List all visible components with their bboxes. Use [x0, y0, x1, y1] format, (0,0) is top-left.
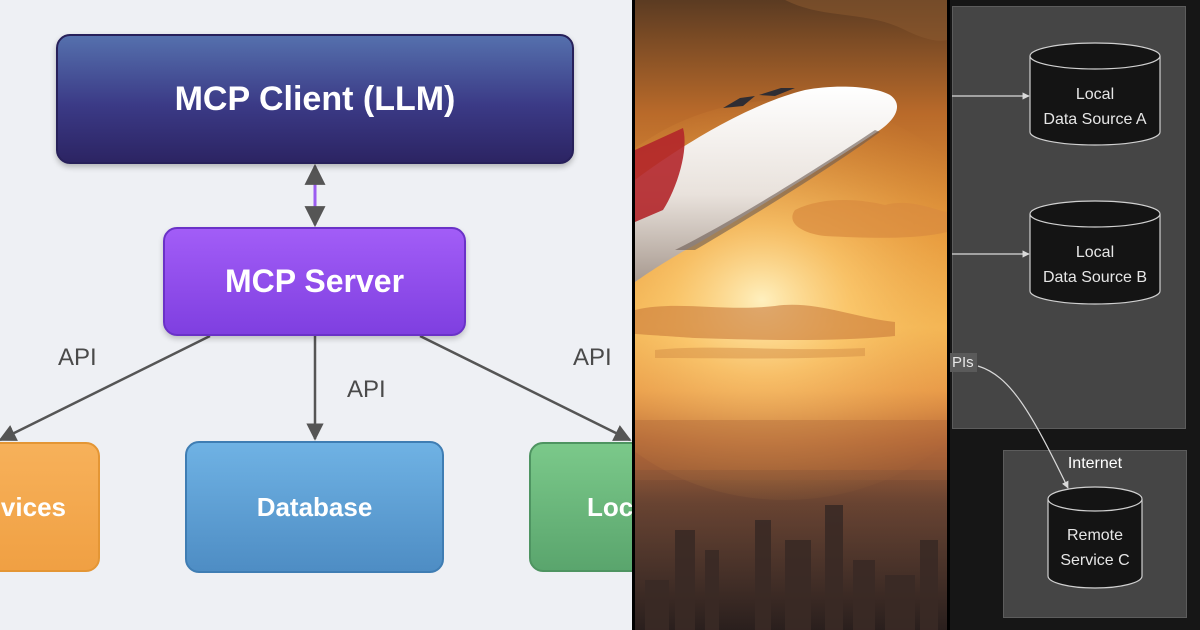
data-source-a-label-line2: Data Source A [1043, 111, 1147, 128]
database-node: Database [185, 441, 444, 573]
data-source-b-label: Local Data Source B [1030, 240, 1160, 290]
architecture-diagram: MCP Client (LLM) MCP Server vices Databa… [0, 0, 632, 630]
cloud-low [635, 304, 895, 340]
data-source-diagram: Internet Local Data Source A [950, 0, 1200, 630]
remote-service-cylinder [1047, 486, 1143, 589]
data-source-a-label: Local Data Source A [1030, 82, 1160, 132]
data-source-b-label-line2: Data Source B [1042, 269, 1148, 286]
dark-diagram-shapes [952, 42, 1161, 589]
data-source-b-cylinder [1029, 200, 1161, 305]
airplane-belly-shadow [675, 130, 880, 250]
server-services-connector [0, 334, 211, 442]
airplane-fuselage [635, 86, 898, 283]
airplane-cockpit-window [723, 88, 795, 108]
cloud-strip [655, 347, 865, 359]
api-label-left: API [58, 344, 97, 371]
local-node: Loc [529, 442, 632, 572]
api-label-middle: API [347, 376, 386, 403]
cloud-right [792, 200, 947, 238]
mcp-client-node: MCP Client (LLM) [56, 34, 574, 164]
api-label-right: API [573, 344, 612, 371]
data-source-b-label-line1: Local [1075, 244, 1115, 261]
diagram-connectors [0, 163, 632, 442]
photo-illustration [635, 0, 947, 630]
data-source-a-label-line1: Local [1075, 86, 1115, 103]
arrow-to-remote-service [977, 365, 1069, 489]
city-skyline [645, 505, 938, 630]
apis-edge-label: PIs [950, 353, 977, 372]
remote-service-label-line1: Remote [1066, 527, 1124, 544]
services-node: vices [0, 442, 100, 572]
internet-group-title: Internet [1067, 455, 1123, 472]
airplane-sunset-photo [635, 0, 947, 630]
data-source-a-cylinder [1029, 42, 1161, 146]
cloud-top [785, 0, 947, 41]
airplane-tail-livery [635, 128, 685, 222]
server-local-connector [419, 334, 632, 442]
remote-service-label-line2: Service C [1060, 552, 1130, 569]
mcp-server-node: MCP Server [163, 227, 466, 336]
remote-service-label: Remote Service C [1048, 523, 1142, 573]
